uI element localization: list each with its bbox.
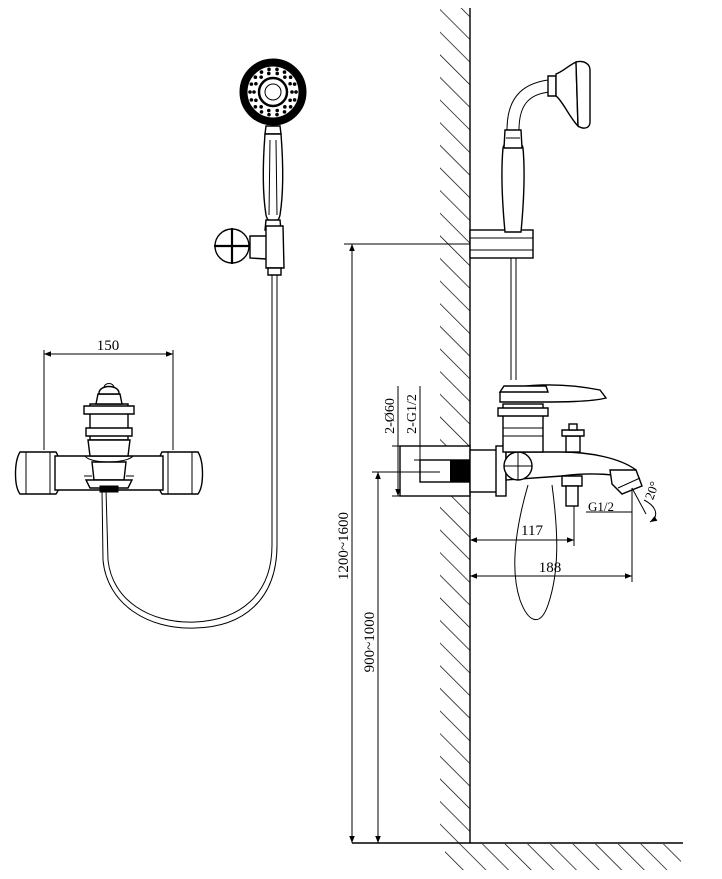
dim-front-width: 150 xyxy=(43,338,174,450)
front-hand-shower xyxy=(101,58,307,629)
wall-section xyxy=(440,8,471,844)
spray-hole xyxy=(288,75,293,80)
spray-hole xyxy=(266,108,271,113)
spray-hole xyxy=(282,70,287,74)
spray-hole xyxy=(259,70,264,74)
dim-faucet-height-label: 900~1000 xyxy=(362,612,378,673)
dim-inlet: 2-Ø60 2-G1/2 xyxy=(383,386,440,497)
dim-front-width-label: 150 xyxy=(97,338,120,354)
dim-shower-height: 1200~1600 xyxy=(336,243,470,843)
spray-hole xyxy=(282,110,287,114)
spray-hole xyxy=(259,75,263,79)
spray-hole xyxy=(288,104,293,109)
spray-hole xyxy=(253,104,258,109)
side-mixer-body xyxy=(399,384,643,507)
spray-hole xyxy=(283,75,287,79)
spray-hole xyxy=(249,82,254,86)
dim-faucet-height: 900~1000 xyxy=(362,471,440,843)
dim-inlet-thread-label: 2-G1/2 xyxy=(405,394,420,434)
spray-hole xyxy=(275,67,279,72)
spray-hole xyxy=(248,90,252,94)
spray-hole xyxy=(292,82,297,86)
spray-hole xyxy=(292,98,297,102)
spray-hole xyxy=(249,98,254,102)
dim-inlet-dia-label: 2-Ø60 xyxy=(383,398,398,434)
spray-hole xyxy=(267,112,271,117)
spray-hole xyxy=(259,105,263,109)
dim-outlet: G1/2 xyxy=(586,499,632,514)
dim-total-depth-label: 188 xyxy=(539,560,562,576)
spray-hole xyxy=(266,71,271,76)
spray-hole xyxy=(294,90,298,94)
spray-hole xyxy=(253,75,258,80)
spray-hole xyxy=(275,71,280,76)
spray-holes xyxy=(248,67,298,117)
spray-hole xyxy=(254,98,258,103)
dim-shower-height-label: 1200~1600 xyxy=(336,512,352,580)
dim-spout-angle: 20° xyxy=(631,479,662,523)
spray-hole xyxy=(288,81,292,86)
spray-hole xyxy=(275,112,279,117)
front-mixer-body xyxy=(14,383,204,495)
spray-hole xyxy=(252,90,256,94)
spray-hole xyxy=(254,81,258,86)
dim-outlet-thread-label: G1/2 xyxy=(588,499,614,514)
dim-spout-offset: 117 xyxy=(470,506,575,546)
dim-spout-offset-label: 117 xyxy=(521,523,543,539)
spray-hole xyxy=(267,67,271,72)
spray-hole xyxy=(288,98,292,103)
spray-hole xyxy=(259,110,264,114)
spray-hole xyxy=(283,105,287,109)
spray-hole xyxy=(290,90,294,94)
dim-spout-angle-label: 20° xyxy=(642,479,662,501)
floor-section xyxy=(352,842,683,870)
spray-hole xyxy=(275,108,280,113)
